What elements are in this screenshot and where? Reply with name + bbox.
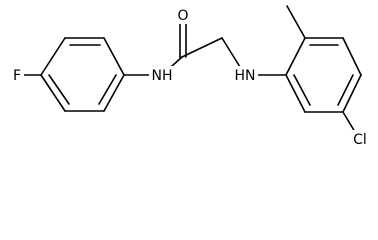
ring1-bond (103, 74, 125, 112)
ring2-bond (342, 37, 362, 76)
methyl-bond (286, 5, 306, 39)
ring2-double-bond (293, 74, 311, 106)
fluorine-atom: F (13, 68, 21, 84)
ring2-double-bond (337, 74, 354, 106)
ring1-bond (103, 37, 125, 76)
structure-diagram: F NH O HN Cl (10, 5, 373, 148)
ring2-bond (285, 74, 306, 113)
carbonyl-oxygen-atom: O (177, 8, 188, 24)
ring1-double-bond (48, 74, 70, 105)
amide-nitrogen-atom: NH (152, 68, 173, 84)
atom-mask (232, 66, 258, 84)
ring1-double-bond (98, 74, 117, 105)
ring1-bond (40, 37, 66, 76)
c-cl-bond (342, 111, 356, 133)
ring1-bond (40, 74, 66, 112)
ring2-bond (285, 37, 306, 76)
chlorine-atom: Cl (353, 132, 367, 148)
atom-mask (347, 130, 373, 148)
atom-mask (175, 6, 191, 24)
atom-mask (149, 66, 175, 84)
carbonyl-ch2-bond (181, 37, 223, 58)
chloromethylphenyl-ring (285, 37, 362, 113)
ring2-bond (342, 74, 362, 113)
amine-nitrogen-atom: HN (235, 68, 256, 84)
fluorophenyl-ring (40, 37, 125, 112)
atom-mask (10, 66, 24, 84)
